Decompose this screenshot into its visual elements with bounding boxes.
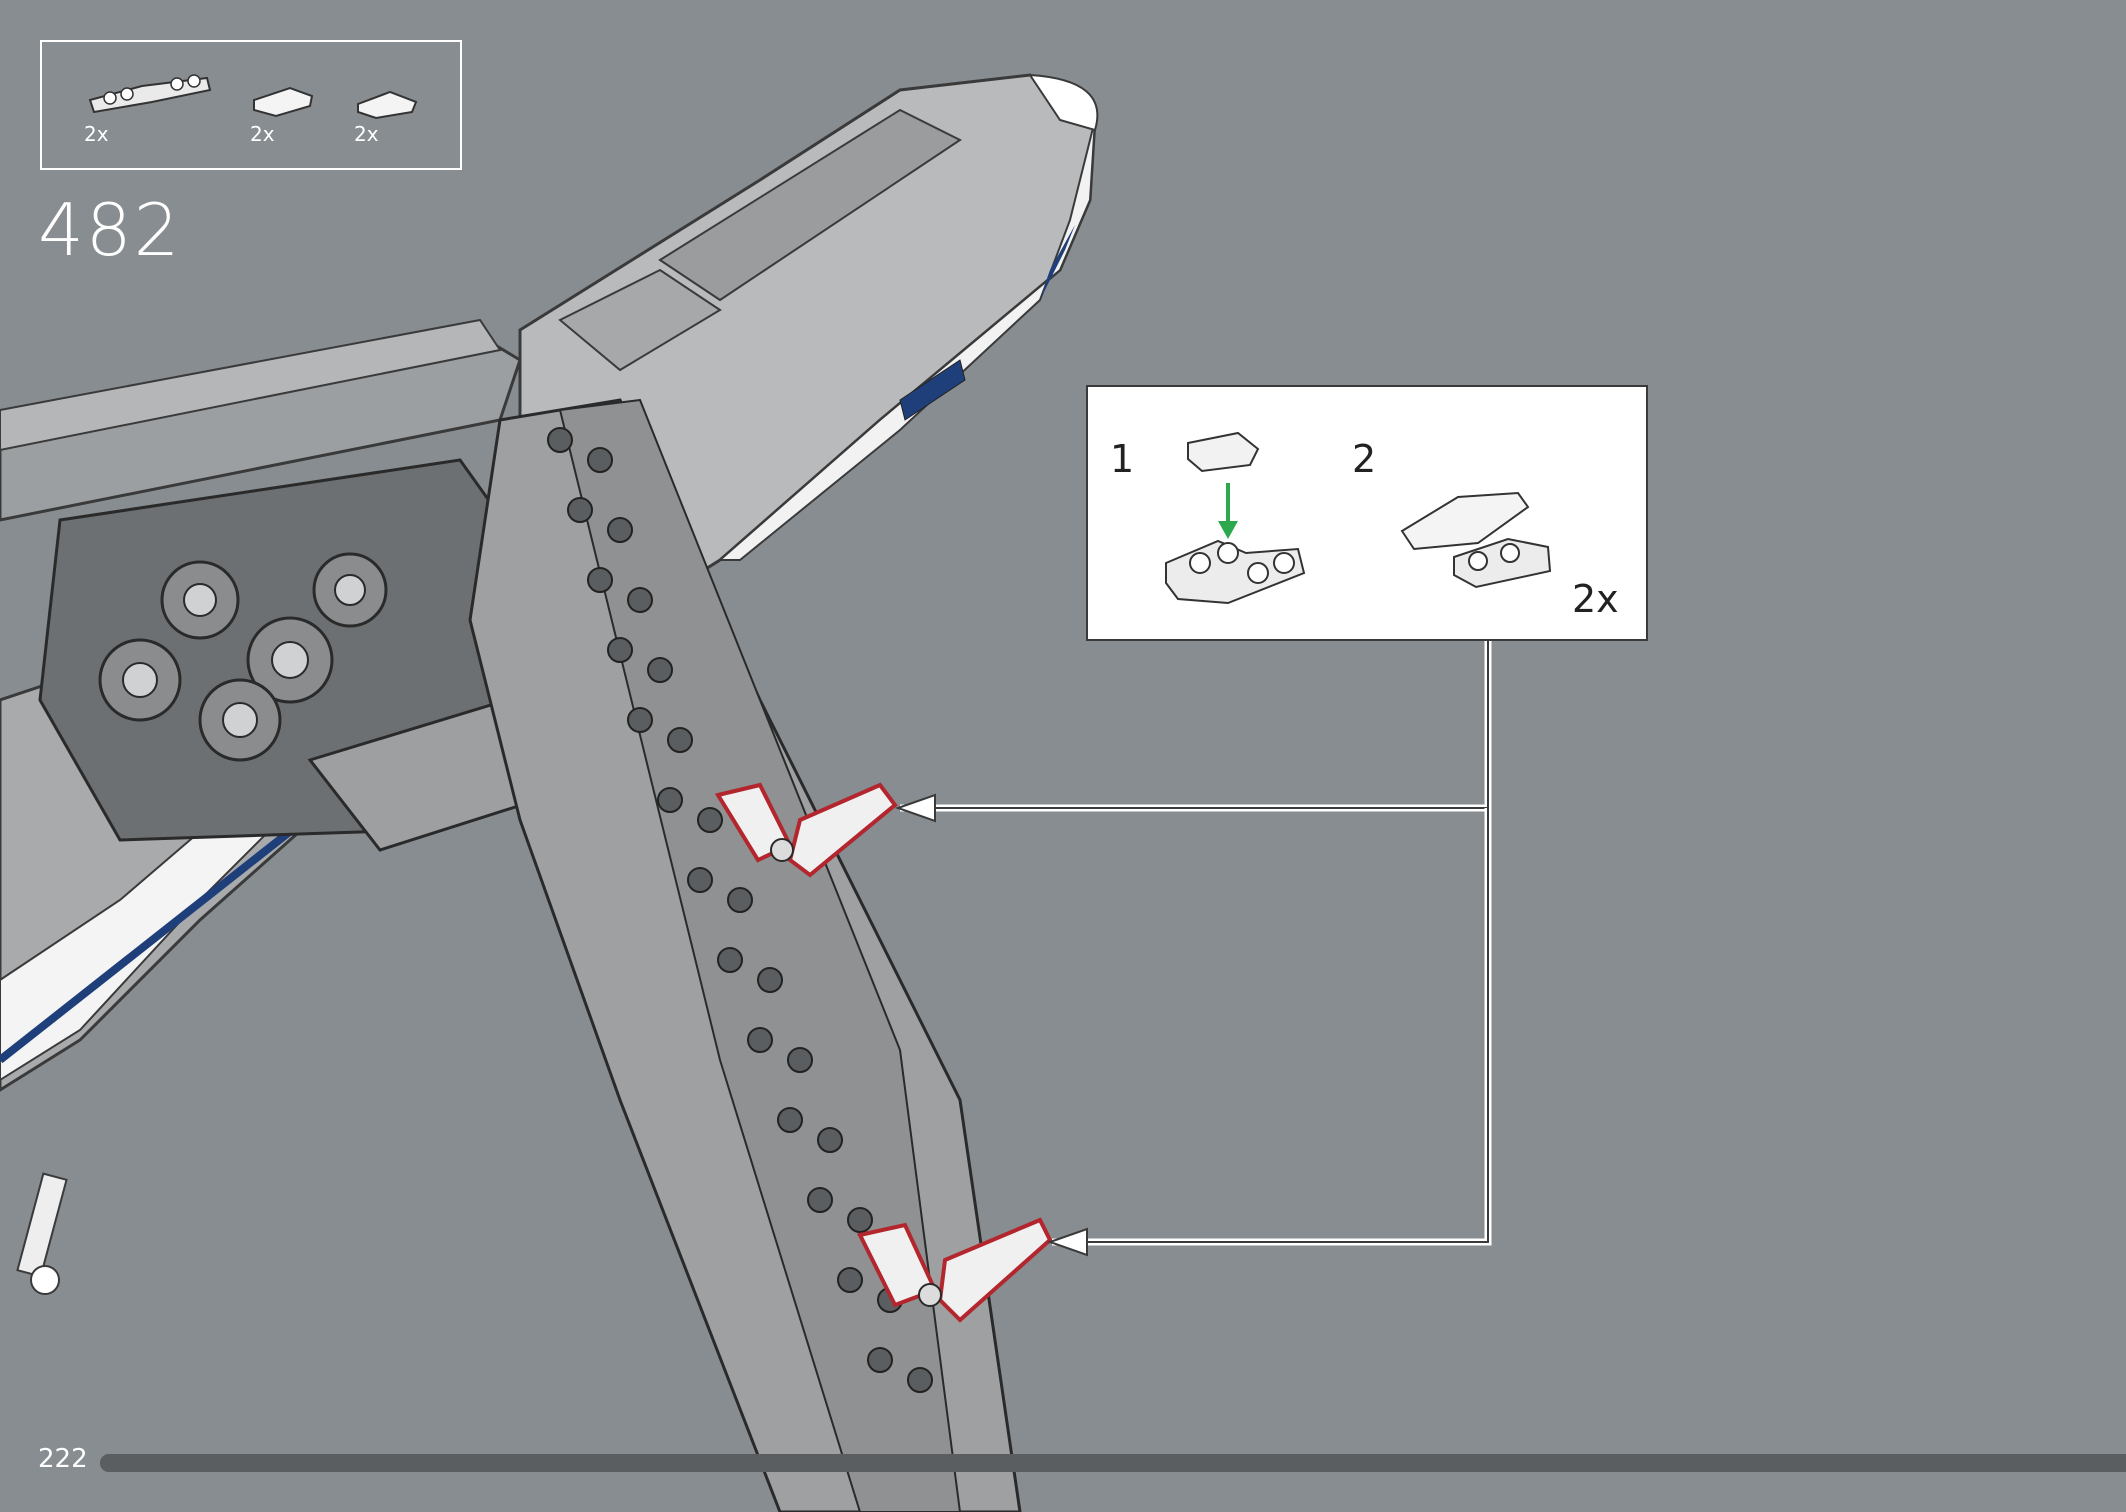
parts-list-quantity: 2x <box>250 122 275 146</box>
parts-list-box: 2x 2x 2x <box>40 40 462 170</box>
curved-slope-tile-icon <box>253 86 314 118</box>
parts-list-item <box>250 82 320 118</box>
parts-list-item <box>82 68 212 118</box>
progress-bar <box>100 1454 2126 1472</box>
sub-step-1-illustration <box>1165 431 1306 605</box>
sub-step-label: 1 <box>1110 437 1135 481</box>
sub-step-label: 2 <box>1352 437 1377 481</box>
parts-list-quantity: 2x <box>84 122 109 146</box>
parts-list-quantity: 2x <box>354 122 379 146</box>
sub-step-2-illustration <box>1400 491 1552 589</box>
curved-wedge-tile-icon <box>357 90 418 120</box>
parts-list-item <box>354 86 424 120</box>
sub-assembly-callout: 1 2 2x <box>1086 385 1648 641</box>
callout-quantity: 2x <box>1572 577 1619 621</box>
page-number: 222 <box>38 1444 88 1474</box>
step-number: 482 <box>38 188 182 272</box>
plate-with-ball-joint-icon <box>88 74 212 114</box>
progress-bar-fill <box>100 1454 2126 1472</box>
